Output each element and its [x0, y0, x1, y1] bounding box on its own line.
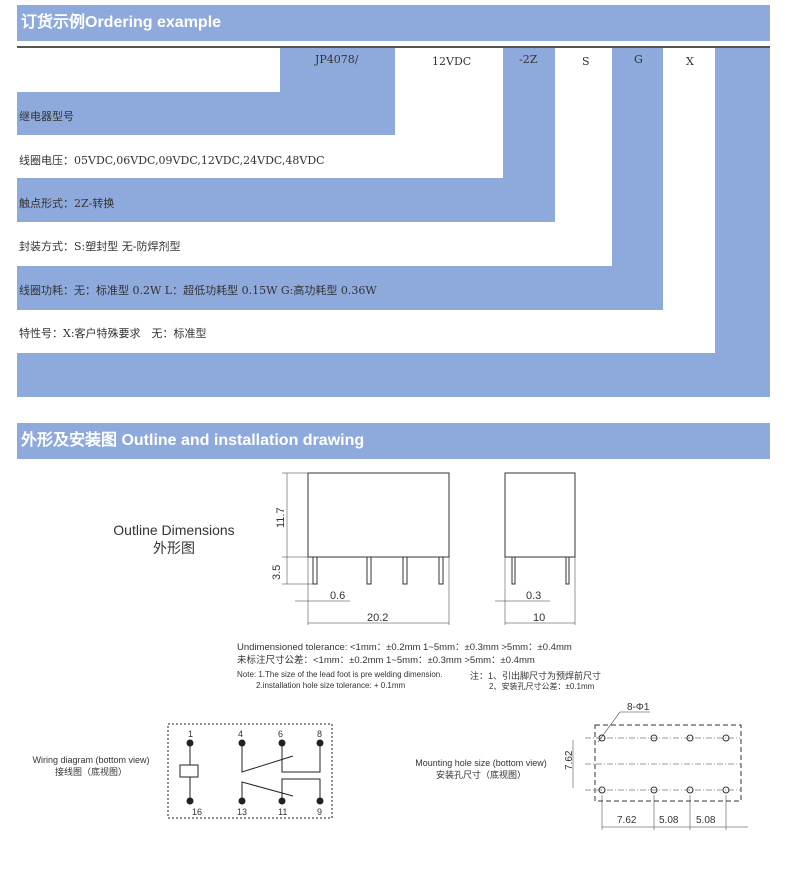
outline-label-en: Outline Dimensions [113, 522, 235, 538]
pin-label: 13 [237, 807, 247, 817]
row-label-feature: 特性号：X:客户特殊要求 无：标准型 [19, 327, 207, 340]
pin-label: 1 [188, 729, 193, 739]
note-cn-2: 2、安装孔尺寸公差：±0.1mm [489, 682, 595, 691]
mount-h1: 7.62 [617, 815, 637, 826]
wiring-label: Wiring diagram (bottom view) 接线图（底视图） [30, 755, 152, 778]
pin-label: 9 [317, 807, 322, 817]
row-contact [17, 178, 555, 222]
code-package: S [582, 55, 590, 68]
divider [17, 46, 770, 48]
code-feature: X [686, 55, 694, 68]
code-contact: -2Z [519, 53, 538, 66]
row-label-model: 继电器型号 [19, 110, 74, 123]
dim-length: 20.2 [367, 612, 388, 624]
wiring-label-en: Wiring diagram (bottom view) [32, 755, 150, 765]
code-voltage: 12VDC [432, 55, 472, 68]
mounting-label: Mounting hole size (bottom view) 安装孔尺寸（底… [415, 758, 547, 781]
dim-pin-width: 0.6 [330, 590, 345, 602]
dim-height: 11.7 [275, 507, 287, 528]
col-feature [715, 48, 770, 397]
note-cn-1: 注：1、引出脚尺寸为预焊前尺寸 [470, 671, 602, 681]
front-view [282, 472, 450, 625]
mounting-diagram [572, 711, 748, 830]
code-model: JP4078/ [315, 53, 359, 66]
outline-label: Outline Dimensions 外形图 [108, 522, 240, 558]
ordering-header: 订货示例Ordering example [17, 5, 770, 41]
pin-label: 4 [238, 729, 243, 739]
row-label-voltage: 线圈电压：05VDC,06VDC,09VDC,12VDC,24VDC,48VDC [19, 154, 325, 167]
dim-pin: 3.5 [271, 565, 283, 580]
outline-header: 外形及安装图 Outline and installation drawing [17, 423, 770, 459]
row-power [17, 266, 663, 310]
pin-label: 16 [192, 807, 202, 817]
note-en-2: 2.installation hole size tolerance: + 0.… [256, 681, 406, 690]
mount-h3: 5.08 [696, 815, 716, 826]
row-label-contact: 触点形式：2Z-转换 [19, 197, 115, 210]
mounting-label-en: Mounting hole size (bottom view) [415, 758, 547, 768]
side-view [495, 472, 576, 625]
row-label-package: 封装方式：S:塑封型 无-防焊剂型 [19, 240, 181, 253]
code-power: G [634, 53, 643, 66]
pin-label: 8 [317, 729, 322, 739]
wiring-diagram [167, 723, 333, 819]
dim-side-pin: 0.3 [526, 590, 541, 602]
mount-holes: 8-Φ1 [627, 702, 650, 713]
row-bottom [17, 353, 770, 397]
pin-label: 11 [278, 807, 287, 817]
note-en-1: Note: 1.The size of the lead foot is pre… [237, 670, 443, 679]
tolerance-en: Undimensioned tolerance: <1mm：±0.2mm 1~5… [237, 642, 572, 653]
wiring-label-cn: 接线图（底视图） [54, 767, 127, 777]
pin-label: 6 [278, 729, 283, 739]
mount-v: 7.62 [564, 750, 575, 770]
row-model [17, 92, 395, 135]
outline-label-cn: 外形图 [153, 540, 195, 556]
dim-width: 10 [533, 612, 545, 624]
wiring-pins: 1 4 6 8 16 13 11 9 [188, 729, 322, 817]
mount-h2: 5.08 [659, 815, 679, 826]
mounting-label-cn: 安装孔尺寸（底视图） [435, 770, 526, 780]
tolerance-cn: 未标注尺寸公差：<1mm：±0.2mm 1~5mm：±0.3mm >5mm：±0… [237, 655, 535, 666]
row-label-power: 线圈功耗：无：标准型 0.2W L：超低功耗型 0.15W G:高功耗型 0.3… [19, 284, 377, 297]
